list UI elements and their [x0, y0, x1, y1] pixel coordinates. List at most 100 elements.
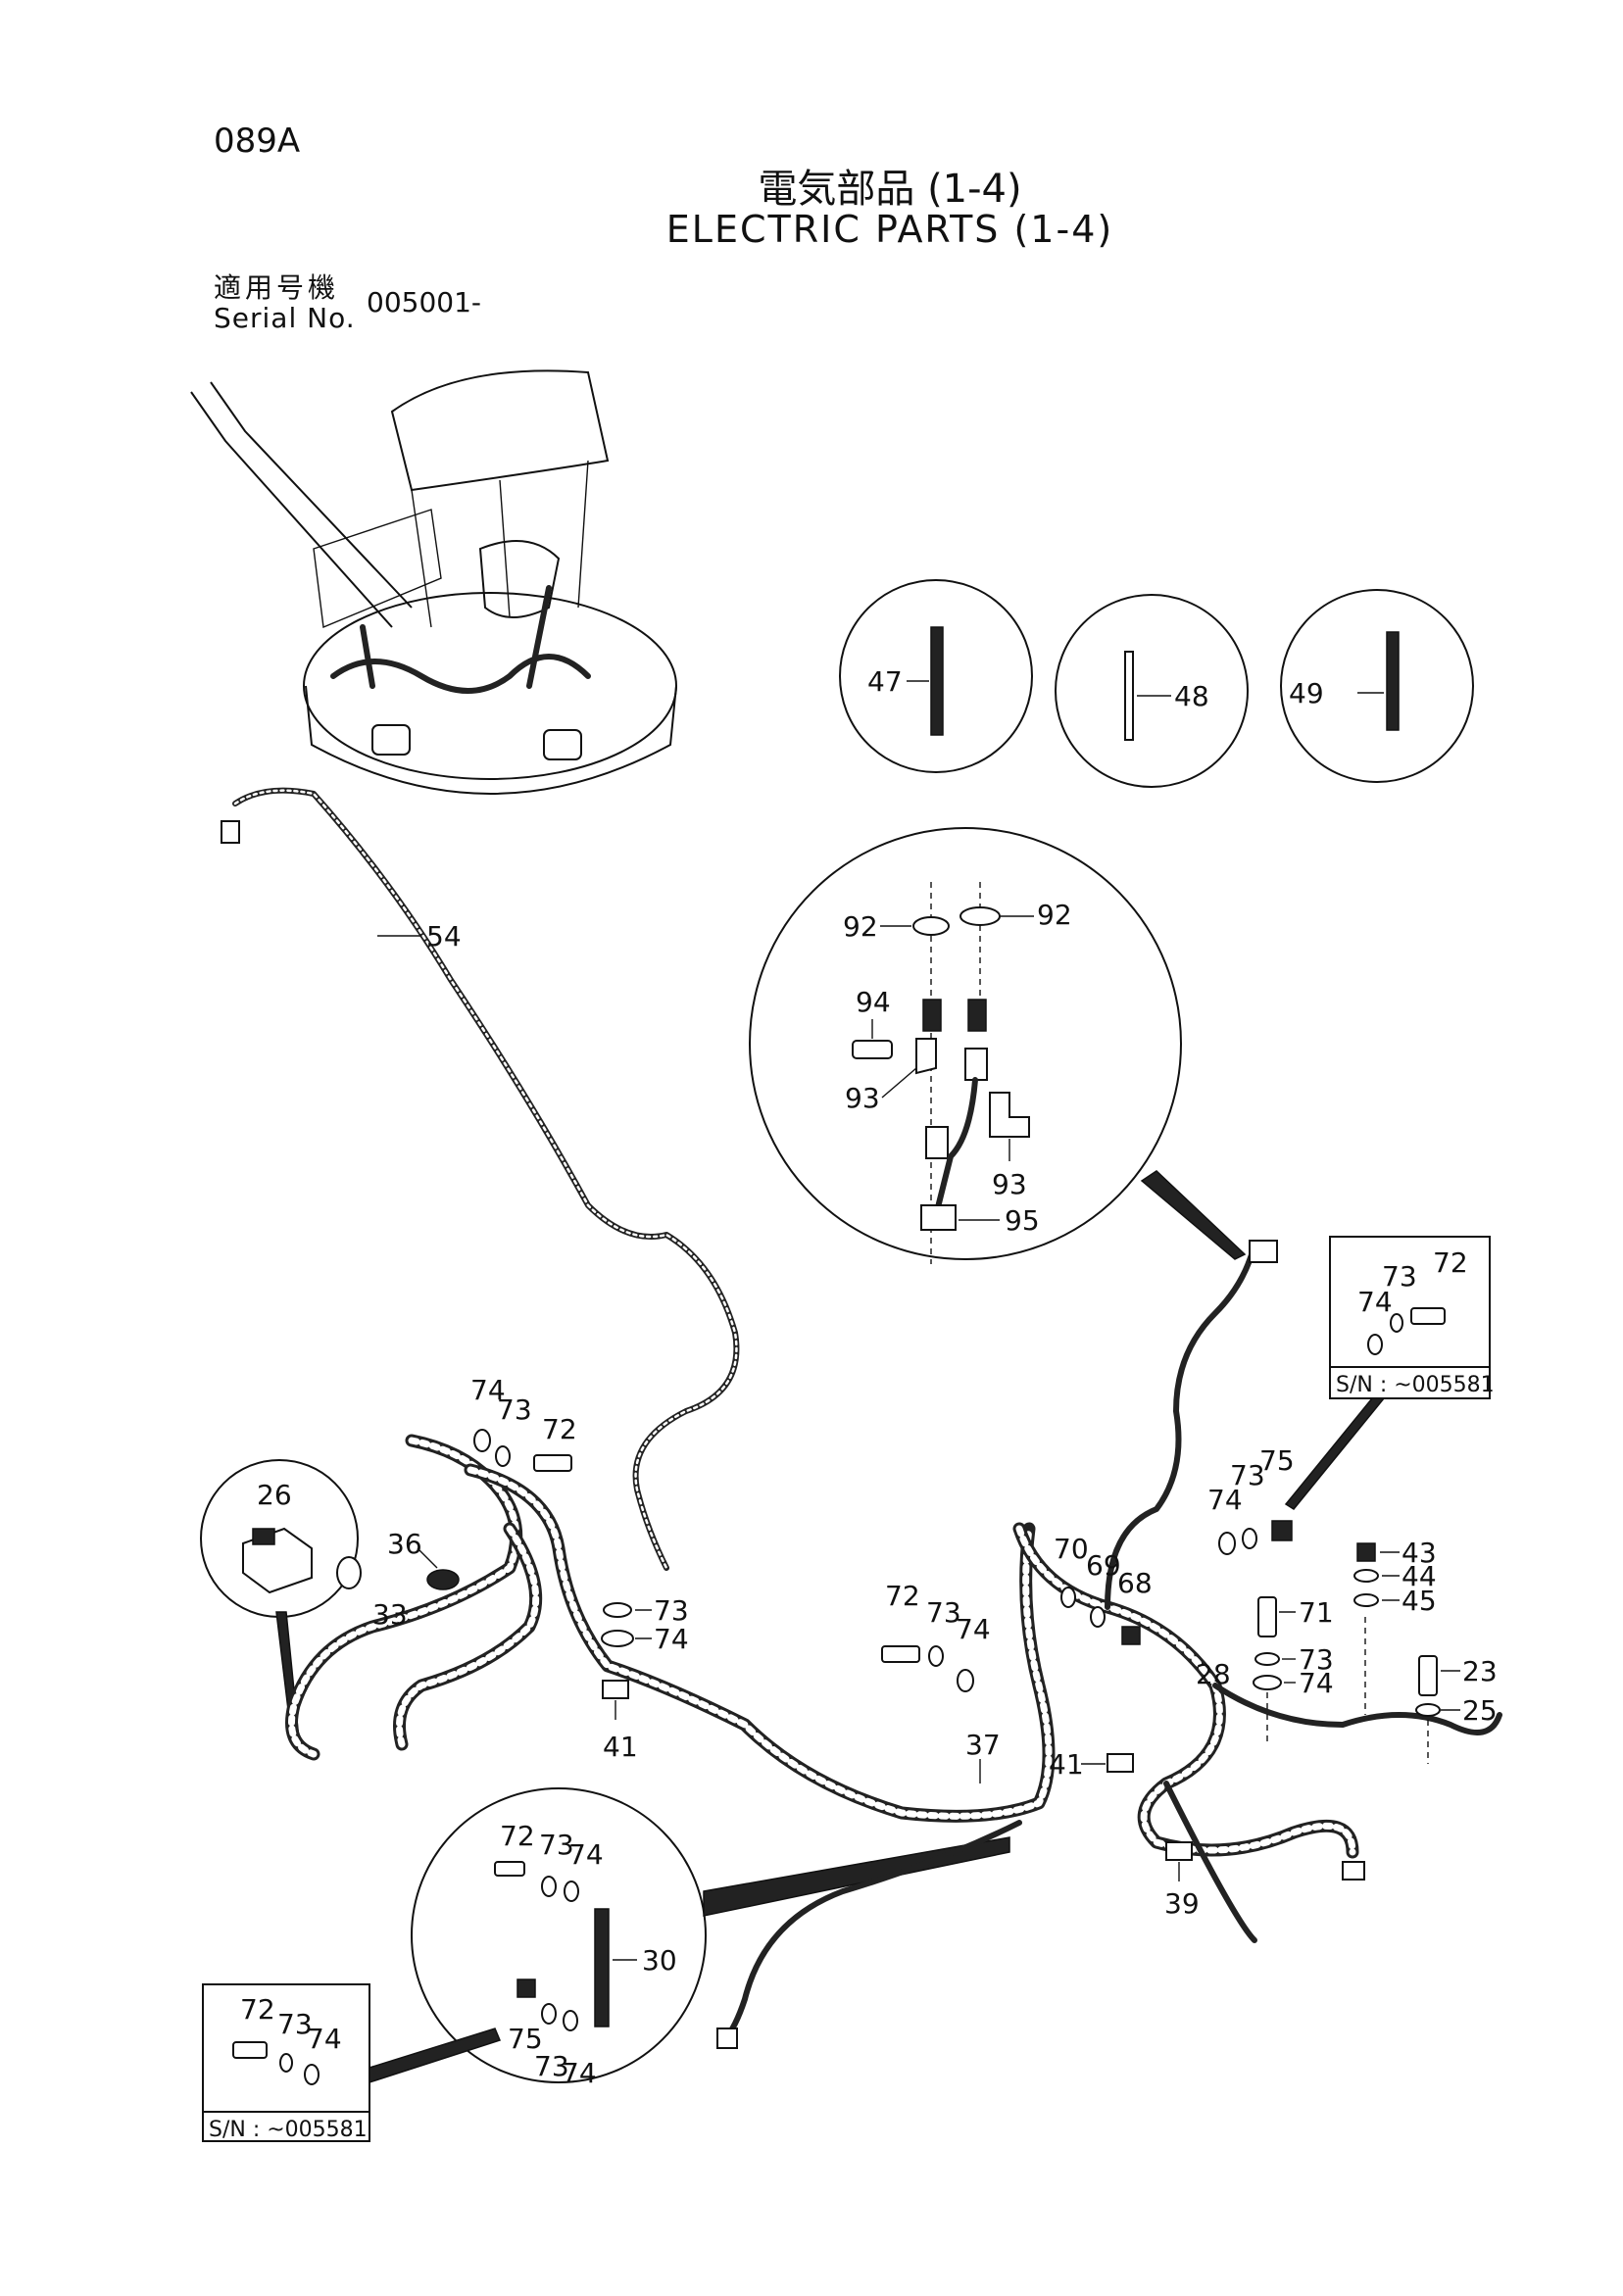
- washer-part: [1242, 1528, 1257, 1549]
- washer-part: [1353, 1593, 1379, 1607]
- callout-68: 68: [1117, 1567, 1153, 1599]
- inset-pointer-wedge: [369, 2027, 502, 2084]
- nut-part: [516, 1978, 536, 1998]
- counterweight-outline: [305, 685, 677, 795]
- bracket-part: [989, 1092, 1030, 1138]
- nut-part: [1121, 1626, 1141, 1645]
- callout-25: 25: [1462, 1694, 1498, 1727]
- inset-circle: [839, 579, 1033, 773]
- inset-box-right: 72 73 74 S/N : ~005581: [1284, 1236, 1495, 1510]
- bolt-part: [881, 1645, 920, 1663]
- callout-94: 94: [856, 986, 891, 1018]
- clamp-39: [1165, 1841, 1193, 1861]
- callout-72: 72: [542, 1413, 577, 1445]
- inset-pointer-wedge: [1284, 1397, 1386, 1510]
- washer-part: [603, 1602, 632, 1618]
- callout-73: 73: [1382, 1260, 1417, 1293]
- clamp-41: [1107, 1753, 1134, 1773]
- washer-part: [1367, 1334, 1383, 1355]
- relay-wire: [933, 1077, 978, 1218]
- inset-relay-detail: 92 92 94 93 93 95: [749, 827, 1247, 1264]
- relay-part: [922, 999, 942, 1032]
- callout-30: 30: [642, 1944, 677, 1977]
- relay-part: [925, 1126, 949, 1159]
- lamp-left: [371, 724, 411, 756]
- serial-note: S/N : ~005581: [1336, 1373, 1495, 1397]
- callout-75: 75: [508, 2023, 543, 2055]
- washer-part: [1390, 1313, 1403, 1333]
- bolt-part: [1410, 1307, 1446, 1325]
- callout-48: 48: [1174, 680, 1209, 712]
- overview-harness: [330, 654, 591, 694]
- washer-part: [473, 1429, 491, 1452]
- bolt-part: [1257, 1596, 1277, 1637]
- boom-arm: [190, 381, 413, 628]
- inset-cable-tie-48: 48: [1055, 594, 1249, 788]
- serial-label: Serial No.: [214, 302, 356, 334]
- inset-box-left: 72 73 74 S/N : ~005581: [202, 1983, 502, 2142]
- leader-line: [417, 1547, 438, 1569]
- inset-circle: [749, 827, 1182, 1260]
- callout-33: 33: [372, 1598, 408, 1631]
- callout-39: 39: [1164, 1887, 1200, 1920]
- callout-74: 74: [1357, 1286, 1393, 1318]
- callout-28: 28: [1196, 1658, 1231, 1690]
- callout-93: 93: [992, 1168, 1027, 1200]
- nut-part: [1356, 1542, 1376, 1562]
- inset-pointer-wedge: [1140, 1170, 1247, 1260]
- washer-part: [495, 1445, 511, 1467]
- cable-relay-feed: [1105, 1242, 1257, 1610]
- clamp-part: [959, 906, 1001, 926]
- callout-23: 23: [1462, 1655, 1498, 1687]
- callout-36: 36: [387, 1528, 422, 1560]
- callout-72: 72: [1433, 1246, 1468, 1279]
- washer-part: [1090, 1606, 1106, 1628]
- inset-box: [1329, 1236, 1491, 1399]
- cable-tie-part: [930, 626, 944, 736]
- callout-73: 73: [539, 1829, 574, 1861]
- connector-part: [221, 820, 240, 844]
- callout-74: 74: [956, 1613, 991, 1645]
- callout-74: 74: [470, 1374, 506, 1406]
- clip-part: [920, 1204, 957, 1231]
- switch-36-part: [426, 1569, 460, 1590]
- callout-70: 70: [1054, 1533, 1089, 1565]
- operator-seat: [478, 540, 561, 618]
- strap-part: [594, 1908, 610, 2027]
- connector-part: [716, 2027, 738, 2049]
- cable-lower-right: [1163, 1781, 1257, 1943]
- serial-note: S/N : ~005581: [209, 2118, 368, 2142]
- bolt-part: [533, 1454, 572, 1472]
- callout-41: 41: [1049, 1748, 1084, 1781]
- washer-part: [563, 2010, 578, 2031]
- washer-part: [957, 1669, 974, 1692]
- lamp-right: [543, 729, 582, 760]
- leader-line: [881, 1067, 917, 1099]
- callout-73: 73: [277, 2008, 313, 2040]
- callout-49: 49: [1289, 677, 1324, 709]
- relay-part: [967, 999, 987, 1032]
- callout-69: 69: [1086, 1549, 1121, 1582]
- callout-71: 71: [1299, 1596, 1334, 1629]
- inset-circle: [1055, 594, 1249, 788]
- harness-branch-left-pattern: [396, 1525, 540, 1748]
- cable-tie-part: [1124, 651, 1134, 741]
- page-code: 089A: [214, 122, 301, 161]
- serial-label-japanese: 適用号機: [214, 271, 340, 304]
- callout-44: 44: [1402, 1560, 1437, 1592]
- washer-part: [601, 1630, 634, 1647]
- machine-overview-drawing: [190, 369, 677, 795]
- cable-ground-right: [1212, 1683, 1502, 1735]
- callout-92: 92: [843, 910, 878, 943]
- callout-73: 73: [654, 1594, 689, 1627]
- washer-part: [1060, 1587, 1076, 1608]
- nut-part: [1271, 1520, 1293, 1541]
- switch-lever: [252, 1528, 275, 1545]
- page-title-japanese: 電気部品 (1-4): [758, 167, 1022, 212]
- callout-73: 73: [1299, 1643, 1334, 1676]
- washer-part: [279, 2053, 293, 2073]
- callout-72: 72: [240, 1993, 275, 2026]
- washer-part: [564, 1881, 579, 1902]
- washer-part: [928, 1645, 944, 1667]
